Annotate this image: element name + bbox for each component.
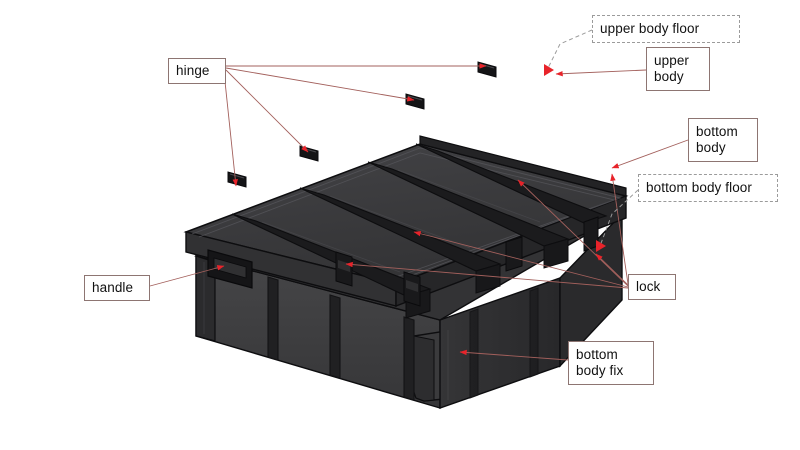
- dashed-leader-lines: [547, 29, 639, 247]
- upper-body-back-edge: [419, 135, 627, 197]
- lock-3: [505, 236, 523, 272]
- case-3d-model: [183, 61, 629, 409]
- surface-highlights: [203, 169, 541, 400]
- label-text: upper body floor: [600, 21, 700, 36]
- label-text-line2: body: [654, 69, 684, 84]
- label-text-line1: bottom: [696, 124, 738, 139]
- leader-upper-body: [555, 69, 647, 77]
- label-upper-body-floor[interactable]: upper body floor: [592, 15, 740, 43]
- leader-handle: [149, 265, 225, 287]
- hinge-2: [299, 145, 319, 162]
- label-text: bottom body floor: [646, 180, 753, 195]
- hinge-3: [405, 93, 425, 110]
- leader-lock: [345, 173, 629, 289]
- lock-2: [403, 271, 421, 307]
- marker-bottom-body-floor: [596, 240, 606, 252]
- hinge-4: [477, 61, 497, 78]
- label-upper-body[interactable]: upper body: [646, 47, 710, 91]
- lock-1: [335, 251, 353, 287]
- label-handle[interactable]: handle: [84, 275, 150, 301]
- bottom-body-ribs: [267, 276, 415, 401]
- label-hinge[interactable]: hinge: [168, 58, 226, 84]
- hinge-1: [227, 171, 247, 188]
- label-text: handle: [92, 280, 134, 295]
- label-text: lock: [636, 279, 661, 294]
- leader-upper-body-floor: [547, 29, 593, 69]
- label-text-line2: body fix: [576, 363, 624, 378]
- label-bottom-body-floor[interactable]: bottom body floor: [638, 174, 778, 202]
- target-markers: [544, 64, 606, 252]
- label-text-line1: upper: [654, 53, 690, 68]
- leader-bottom-body-floor: [599, 189, 639, 247]
- bottom-body-side-ribs: [469, 287, 539, 399]
- label-bottom-body-fix[interactable]: bottom body fix: [568, 341, 654, 385]
- label-text-line2: body: [696, 140, 726, 155]
- label-lock[interactable]: lock: [628, 274, 676, 300]
- label-text-line1: bottom: [576, 347, 618, 362]
- label-bottom-body[interactable]: bottom body: [688, 118, 758, 162]
- lid-bands: [231, 143, 608, 297]
- marker-upper-body-floor: [544, 64, 554, 76]
- leader-bottom-body: [611, 139, 689, 169]
- leader-hinge: [223, 63, 487, 187]
- label-text: hinge: [176, 63, 210, 78]
- handle: [207, 249, 253, 289]
- leader-lines: [149, 63, 689, 361]
- leader-bottom-body-fix: [459, 349, 569, 361]
